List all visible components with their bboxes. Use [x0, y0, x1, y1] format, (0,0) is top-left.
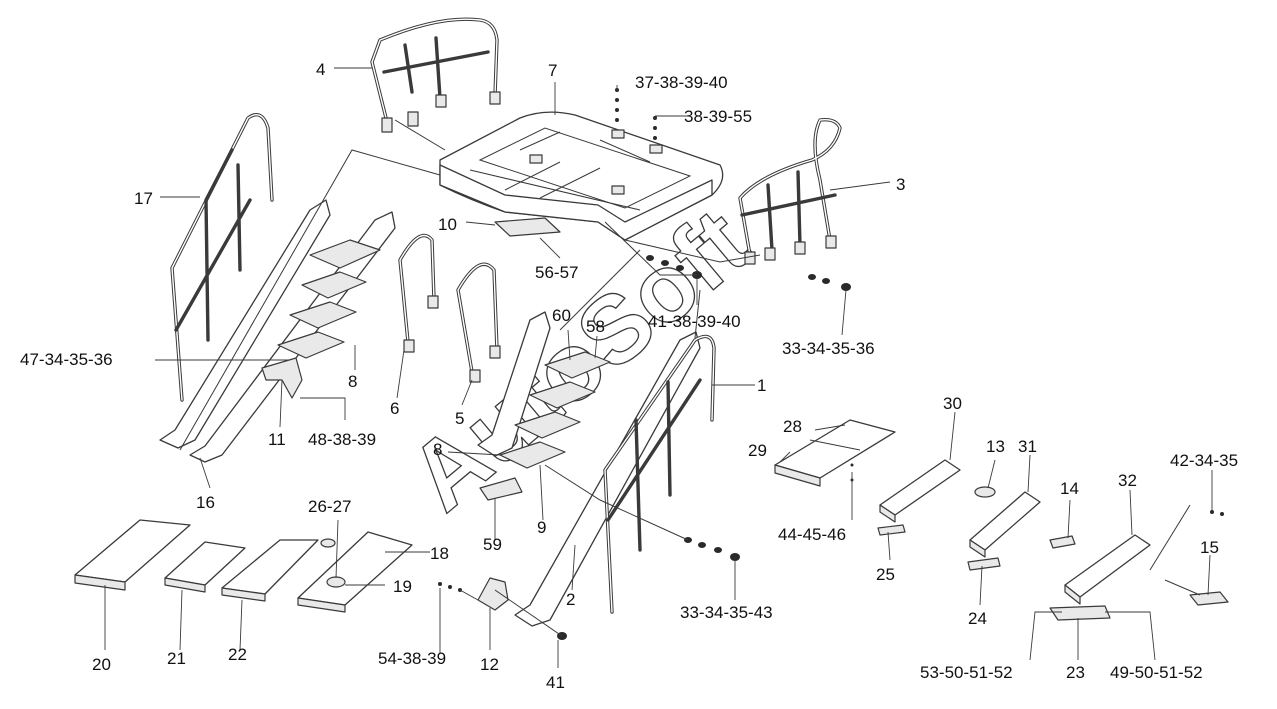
tread-pad-part-32 — [1049, 504, 1229, 621]
callout-30: 30 — [943, 394, 962, 413]
callout-14: 14 — [1060, 479, 1079, 498]
callout-56-57: 56-57 — [535, 263, 578, 282]
tread-pad-part-21 — [164, 541, 246, 593]
bracket-part-12 — [477, 577, 509, 611]
fasteners — [438, 88, 1224, 640]
handrail-part-3 — [738, 117, 842, 265]
callout-24: 24 — [968, 609, 987, 628]
callout-37-38-39-40: 37-38-39-40 — [635, 73, 728, 92]
callout-41: 41 — [546, 673, 565, 692]
callout-17: 17 — [134, 189, 153, 208]
alignment-lines — [179, 119, 761, 637]
tread-pad-part-31 — [967, 491, 1076, 571]
callout-23: 23 — [1066, 663, 1085, 682]
callout-32: 32 — [1118, 471, 1137, 490]
callout-18: 18 — [430, 544, 449, 563]
callout-25: 25 — [876, 565, 895, 584]
callout-26-27: 26-27 — [308, 497, 351, 516]
callout-31: 31 — [1018, 437, 1037, 456]
callout-7: 7 — [548, 61, 557, 80]
callout-labels: 1 2 3 4 5 6 7 8 8 9 10 11 12 13 14 15 16… — [20, 60, 1238, 692]
callout-6: 6 — [390, 399, 399, 418]
handrail-part-1 — [603, 334, 716, 614]
callout-33-34-35-36: 33-34-35-36 — [782, 339, 875, 358]
tread-pad-part-18-19 — [297, 531, 413, 613]
callout-4: 4 — [316, 60, 325, 79]
handrail-part-6 — [398, 233, 439, 353]
callout-5: 5 — [455, 409, 464, 428]
steps-part-9 — [499, 351, 611, 469]
callout-60: 60 — [552, 306, 571, 325]
callout-1: 1 — [757, 376, 766, 395]
tread-pad-part-28-29 — [774, 419, 896, 487]
callout-41-38-39-40: 41-38-39-40 — [648, 312, 741, 331]
callout-20: 20 — [92, 655, 111, 674]
callout-53-50-51-52: 53-50-51-52 — [920, 663, 1013, 682]
callout-28: 28 — [783, 417, 802, 436]
platform-part-7 — [439, 111, 724, 241]
callout-10: 10 — [438, 215, 457, 234]
handrail-part-5 — [456, 262, 501, 383]
bracket-part-59 — [479, 477, 523, 501]
callout-16: 16 — [196, 493, 215, 512]
callout-22: 22 — [228, 645, 247, 664]
handrail-part-4 — [370, 17, 501, 133]
handrail-part-17 — [170, 113, 274, 402]
tread-pad-part-20 — [74, 519, 191, 591]
callout-8-left: 8 — [348, 372, 357, 391]
callout-47-34-35-36: 47-34-35-36 — [20, 350, 113, 369]
callout-8-center: 8 — [433, 440, 442, 459]
tread-pad-part-30 — [877, 459, 996, 536]
callout-3: 3 — [896, 175, 905, 194]
callout-38-39-55: 38-39-55 — [684, 107, 752, 126]
callout-54-38-39: 54-38-39 — [378, 649, 446, 668]
callout-9: 9 — [537, 518, 546, 537]
callout-29: 29 — [748, 441, 767, 460]
callout-13: 13 — [986, 437, 1005, 456]
callout-48-38-39: 48-38-39 — [308, 430, 376, 449]
callout-42-34-35: 42-34-35 — [1170, 451, 1238, 470]
callout-12: 12 — [480, 655, 499, 674]
callout-2: 2 — [566, 590, 575, 609]
callout-15: 15 — [1200, 538, 1219, 557]
bracket-part-11 — [261, 357, 303, 399]
plate-part-10 — [494, 217, 561, 237]
callout-49-50-51-52: 49-50-51-52 — [1110, 663, 1203, 682]
callout-59: 59 — [483, 535, 502, 554]
callout-11: 11 — [268, 430, 286, 449]
steps-part-8-left — [277, 239, 381, 359]
callout-44-45-46: 44-45-46 — [778, 525, 846, 544]
leader-lines — [104, 67, 1213, 668]
callout-33-34-35-43: 33-34-35-43 — [680, 603, 773, 622]
callout-19: 19 — [393, 577, 412, 596]
callout-21: 21 — [167, 649, 186, 668]
tread-pad-part-22 — [221, 539, 319, 602]
callout-58: 58 — [586, 317, 605, 336]
